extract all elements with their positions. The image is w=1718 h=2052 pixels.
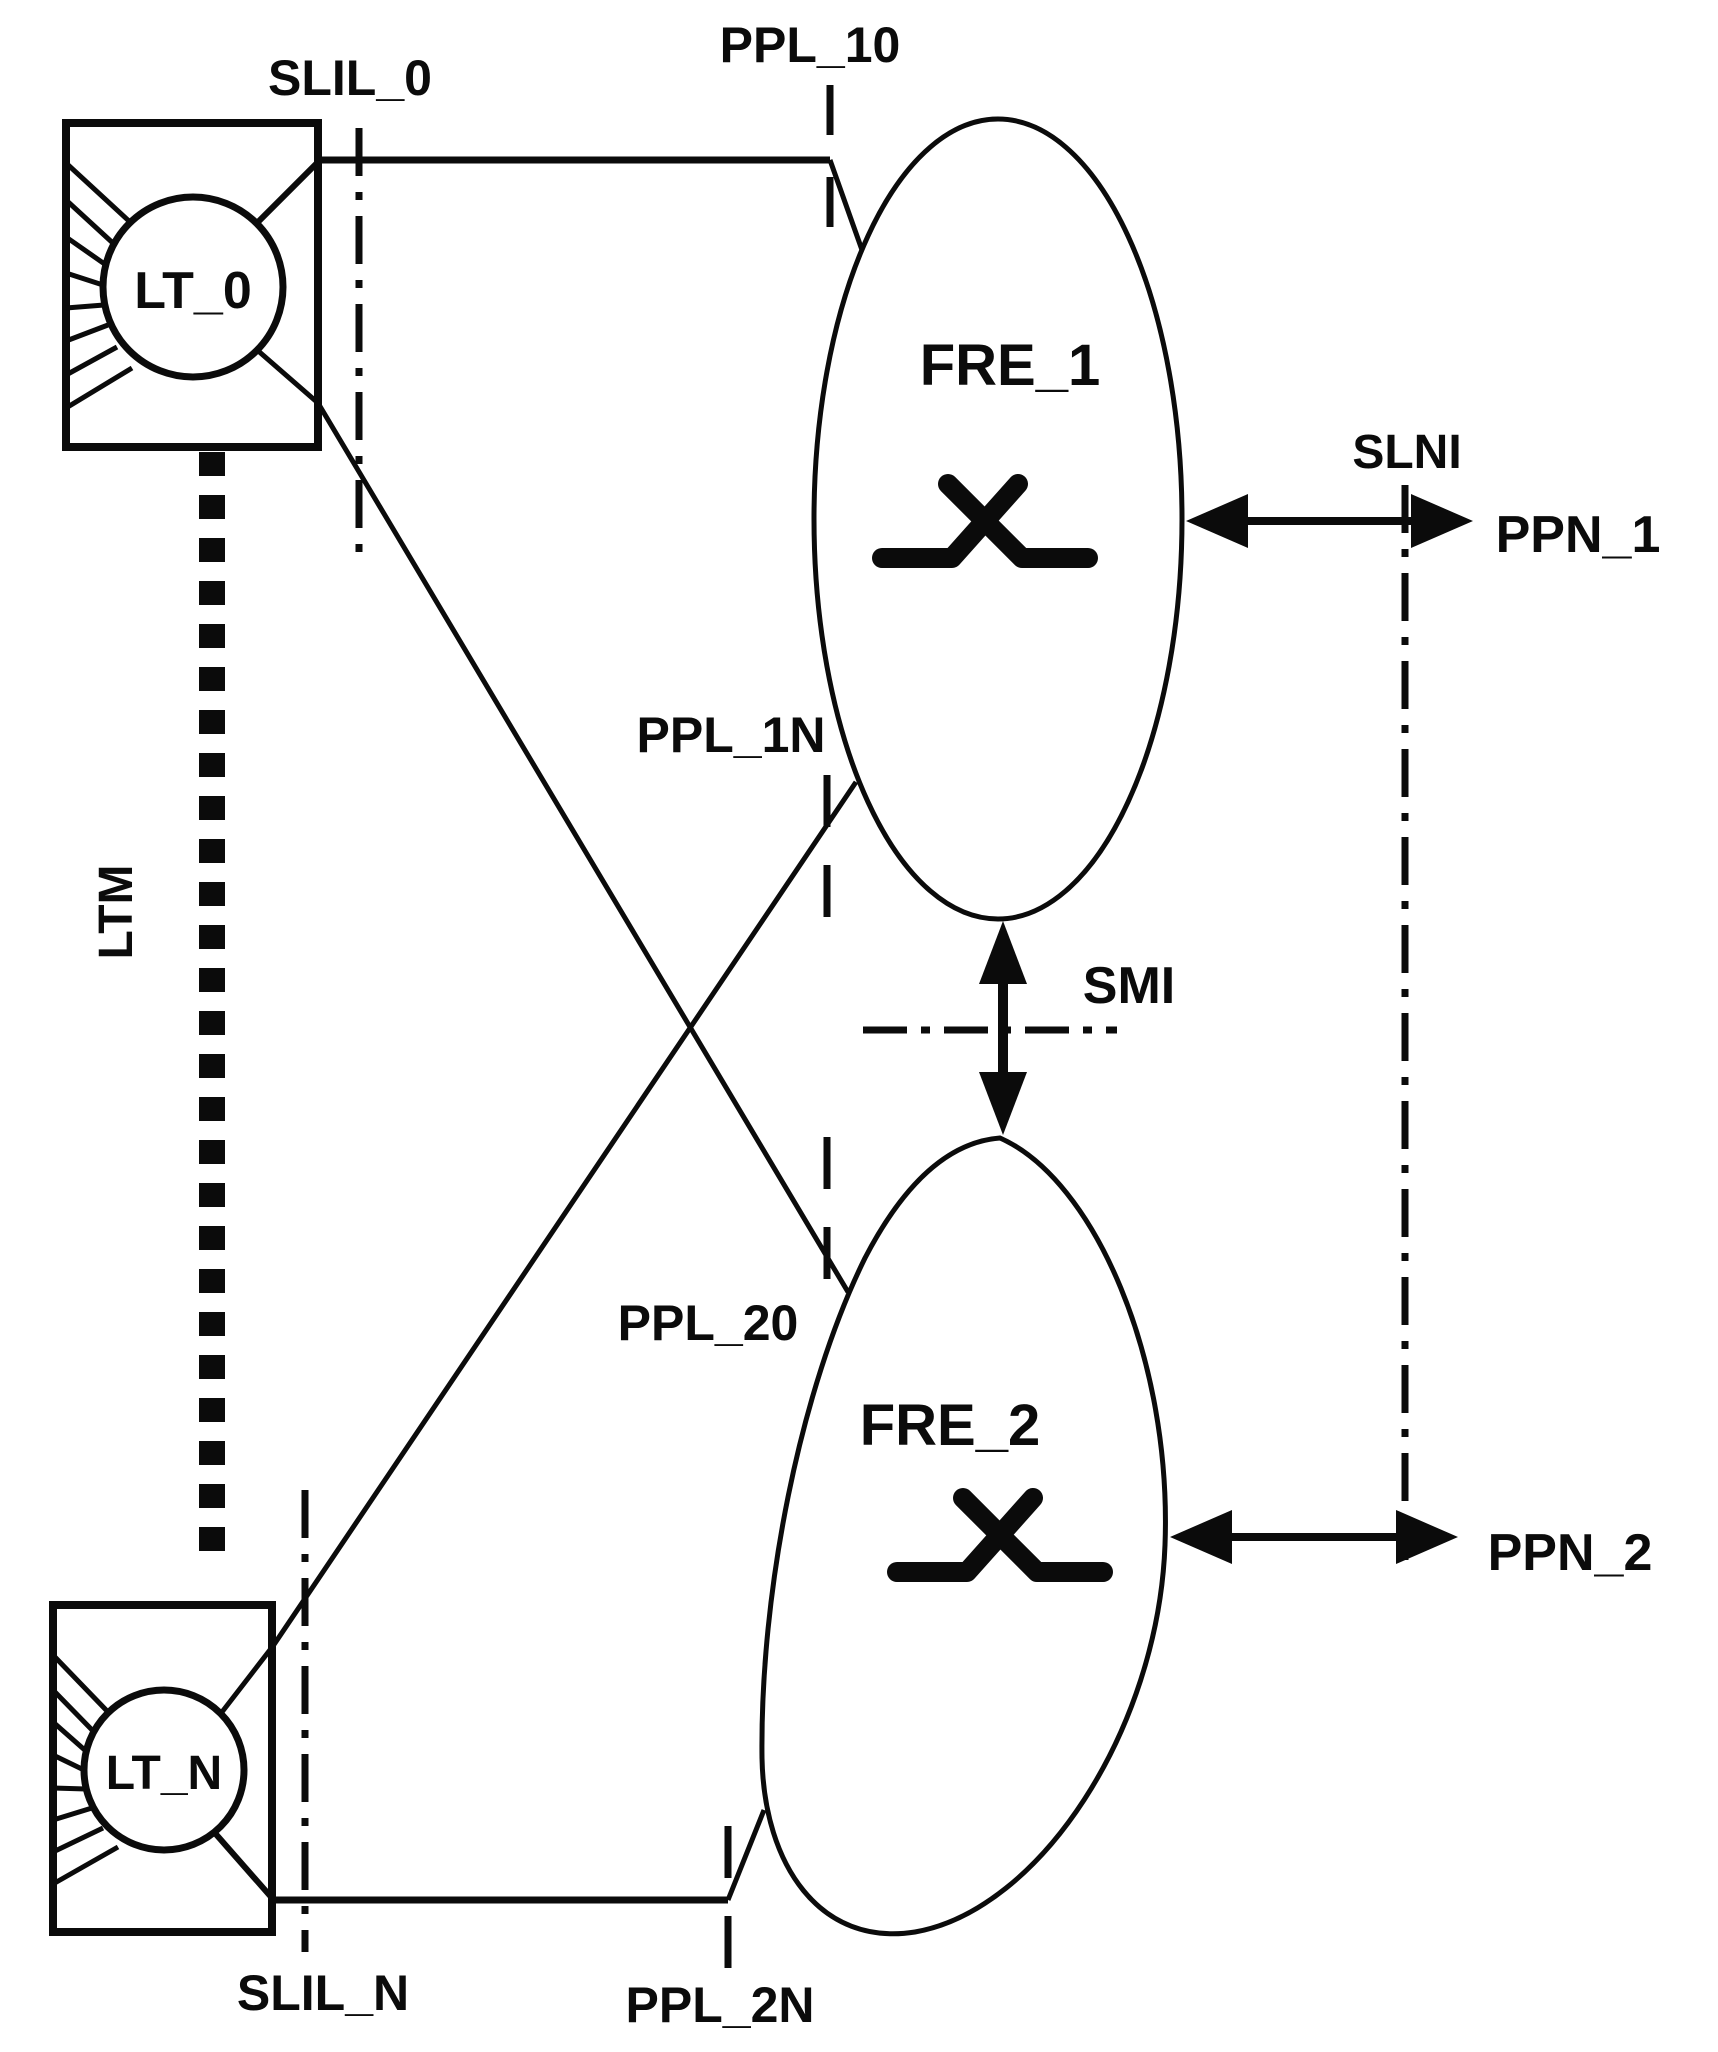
smi-label: SMI	[1083, 957, 1175, 1015]
smi-double-arrow-icon	[979, 921, 1027, 1135]
fre1-switch-element: FRE_1	[811, 116, 1185, 922]
ltn-fre1-diagonal-line	[220, 780, 859, 1714]
reference-lines	[199, 85, 1409, 1968]
connection-lines	[220, 156, 865, 1904]
ltn-terminal: LT_N	[49, 1601, 276, 1936]
lt0-circle	[99, 193, 287, 381]
lt0-fre1-diagonal-line	[827, 159, 865, 251]
ppl1n-label: PPL_1N	[637, 707, 826, 763]
fre2-crossconnect-switch-icon	[887, 1488, 1113, 1582]
ltm-label: LTM	[90, 864, 143, 959]
slni-label: SLNI	[1352, 426, 1461, 479]
lt0-fre2-diagonal-line	[254, 347, 851, 1294]
fre1-ellipse	[811, 116, 1185, 922]
interface-labels: SLIL_0 PPL_10 SLNI PPN_1 PPL_1N SMI LTM …	[90, 17, 1660, 2033]
lt0-label: LT_0	[134, 262, 252, 320]
ltn-circle-to-corner-link	[211, 1830, 275, 1900]
fre1-crossconnect-switch-icon	[872, 474, 1098, 568]
fre1-label: FRE_1	[920, 333, 1101, 398]
ppl2n-label: PPL_2N	[626, 1977, 815, 2033]
lt0-fanout-rays-icon	[64, 161, 134, 411]
fre2-switch-element: FRE_2	[759, 1135, 1168, 1937]
lt0-box	[62, 119, 322, 451]
ppl20-label: PPL_20	[618, 1295, 799, 1351]
ppl10-label: PPL_10	[720, 17, 901, 73]
sliln-label: SLIL_N	[237, 1965, 409, 2021]
ppn1-label: PPN_1	[1496, 506, 1661, 564]
ltn-box	[49, 1601, 276, 1936]
slil0-label: SLIL_0	[268, 50, 432, 106]
ltn-fre2-diagonal-line	[725, 1809, 767, 1901]
ppn1-double-arrow-icon	[1186, 494, 1473, 548]
fre2-ellipse	[759, 1135, 1168, 1937]
ppn2-label: PPN_2	[1488, 1524, 1653, 1582]
lt0-circle-to-corner-link	[255, 159, 321, 225]
ltn-fanout-rays-icon	[51, 1653, 120, 1887]
ppn2-double-arrow-icon	[1170, 1510, 1458, 1564]
ltn-label: LT_N	[106, 1747, 222, 1800]
fre2-label: FRE_2	[860, 1393, 1041, 1458]
lt0-terminal: LT_0	[62, 119, 322, 451]
arrows	[979, 494, 1473, 1564]
